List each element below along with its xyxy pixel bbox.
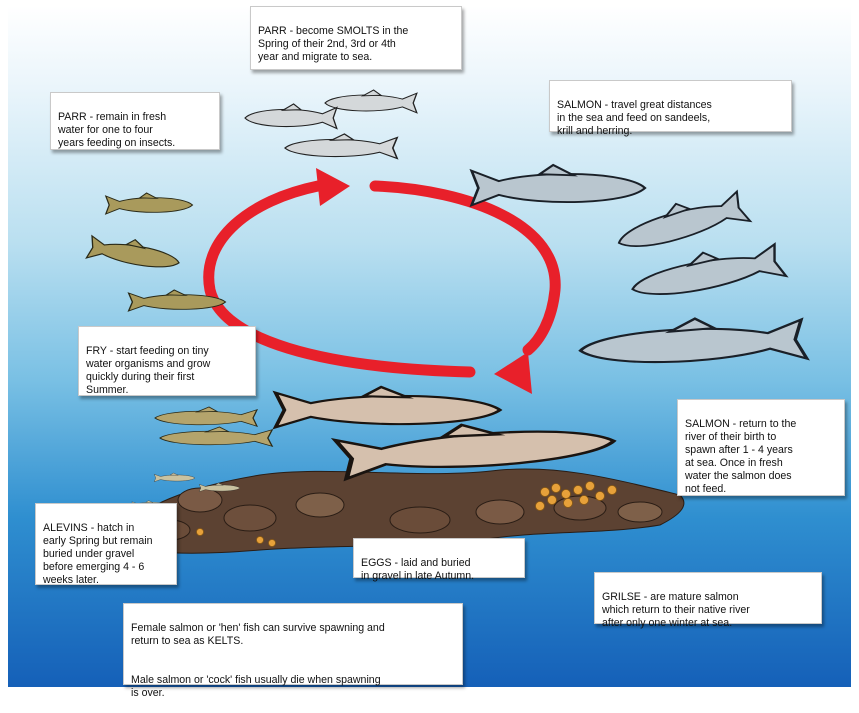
- note-male-salmon: Male salmon or 'cock' fish usually die w…: [131, 674, 455, 700]
- sea-salmon-group: [472, 165, 807, 370]
- label-eggs: EGGS - laid and buried in gravel in late…: [353, 538, 525, 578]
- label-salmon-at-sea: SALMON - travel great distances in the s…: [549, 80, 792, 132]
- label-alevins: ALEVINS - hatch in early Spring but rema…: [35, 503, 177, 585]
- label-parr-smolts: PARR - become SMOLTS in the Spring of th…: [250, 6, 462, 70]
- arrow-head-top: [316, 168, 350, 206]
- label-fry: FRY - start feeding on tiny water organi…: [78, 326, 256, 396]
- note-female-salmon: Female salmon or 'hen' fish can survive …: [131, 622, 455, 648]
- parr-fish-group: [86, 193, 225, 311]
- label-grilse: GRILSE - are mature salmon which return …: [594, 572, 822, 624]
- spawning-salmon-pair: [276, 387, 620, 479]
- fry-fish-group: [155, 407, 272, 446]
- smolt-fish-group: [245, 90, 417, 159]
- note-kelts-and-cock-fish: Female salmon or 'hen' fish can survive …: [123, 603, 463, 685]
- arrow-head-bottom: [494, 352, 532, 394]
- label-parr-fresh-water: PARR - remain in fresh water for one to …: [50, 92, 220, 150]
- life-cycle-arrow: [209, 186, 555, 372]
- label-salmon-return: SALMON - return to the river of their bi…: [677, 399, 845, 496]
- salmon-life-cycle-diagram: PARR - become SMOLTS in the Spring of th…: [0, 0, 859, 693]
